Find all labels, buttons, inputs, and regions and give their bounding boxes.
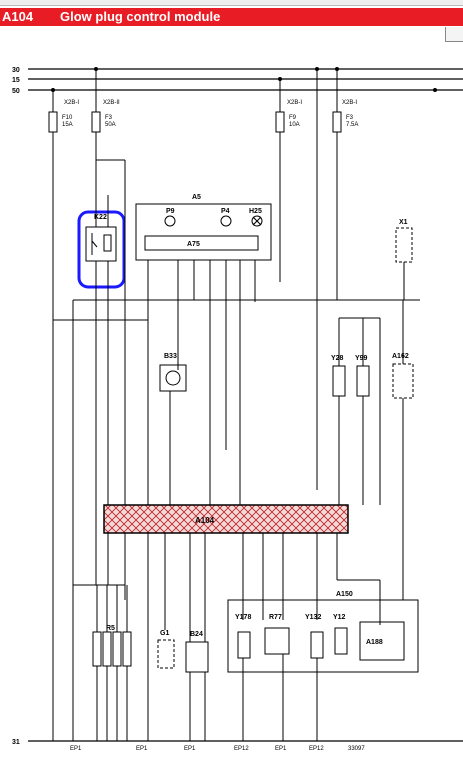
rail-label-31: 31 — [12, 739, 20, 746]
ground-label-6: EP12 — [309, 746, 324, 752]
sensor-b33 — [159, 364, 187, 392]
label-p4: P4 — [221, 208, 230, 215]
fuse-rating-f3a: 50A — [105, 122, 116, 128]
label-a150: A150 — [336, 591, 353, 598]
drawing-number: 33097 — [348, 746, 365, 752]
rail-label-15: 15 — [12, 77, 20, 84]
fuse-id-f10: F10 — [62, 115, 73, 121]
label-y28: Y28 — [331, 355, 344, 362]
label-b33: B33 — [164, 353, 177, 360]
page-title: Glow plug control module — [60, 9, 221, 24]
window-top-strip — [0, 0, 463, 6]
label-a104: A104 — [195, 516, 215, 525]
fuse-conn-f3b: X2B-I — [342, 100, 357, 106]
title-band — [0, 8, 463, 26]
label-a75: A75 — [187, 241, 200, 248]
label-x1: X1 — [399, 219, 408, 226]
fuse-rating-f3b: 7.5A — [346, 122, 358, 128]
ground-label-1: EP1 — [70, 746, 82, 752]
label-y178: Y178 — [235, 614, 251, 621]
connector-x1 — [395, 227, 413, 263]
label-a188: A188 — [366, 639, 383, 646]
component-code: A104 — [2, 9, 34, 24]
k22-highlight — [77, 210, 126, 289]
generator-g1 — [157, 639, 175, 669]
fuse-conn-f3a: X2B-II — [103, 100, 120, 106]
fuse-id-f9: F9 — [289, 115, 297, 121]
label-a5: A5 — [192, 194, 201, 201]
label-y132: Y132 — [305, 614, 321, 621]
module-a104 — [103, 504, 349, 534]
wiring-diagram: 30 15 50 31 F10 15A X2B-I F3 50A X2B-II … — [12, 67, 463, 752]
ground-label-5: EP1 — [275, 746, 287, 752]
module-a150 — [227, 599, 419, 673]
fuse-id-f3b: F3 — [346, 115, 354, 121]
rail-label-30: 30 — [12, 67, 20, 74]
label-b24: B24 — [190, 631, 203, 638]
label-k22: K22 — [94, 214, 107, 221]
fuse-rating-f10: 15A — [62, 122, 73, 128]
title-bar: A104 Glow plug control module — [0, 0, 463, 42]
fuse-rating-f9: 10A — [289, 122, 300, 128]
label-p9: P9 — [166, 208, 175, 215]
ground-label-4: EP12 — [234, 746, 249, 752]
label-y99: Y99 — [355, 355, 368, 362]
ground-label-2: EP1 — [136, 746, 148, 752]
ground-label-3: EP1 — [184, 746, 196, 752]
label-y12: Y12 — [333, 614, 346, 621]
label-r77: R77 — [269, 614, 282, 621]
fuse-conn-f9: X2B-I — [287, 100, 302, 106]
scroll-corner — [445, 27, 463, 42]
label-r5: R5 — [106, 625, 115, 632]
fuse-id-f3a: F3 — [105, 115, 113, 121]
label-h25: H25 — [249, 208, 262, 215]
fuse-conn-f10: X2B-I — [64, 100, 79, 106]
label-g1: G1 — [160, 630, 169, 637]
rail-label-50: 50 — [12, 88, 20, 95]
label-a162: A162 — [392, 353, 409, 360]
